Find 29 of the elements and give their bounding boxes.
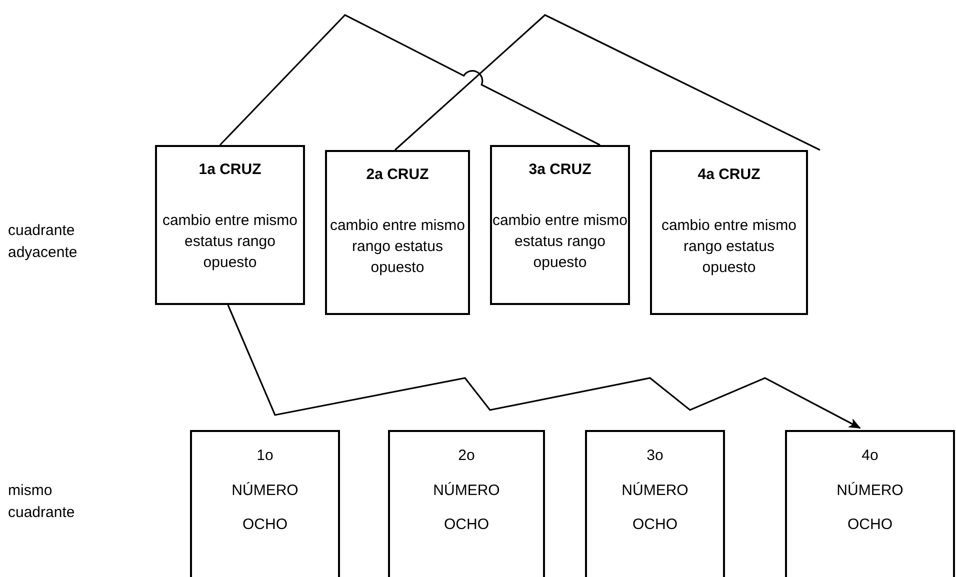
- box-title: 3a CRUZ: [528, 160, 592, 180]
- box-title: 2o: [458, 446, 475, 466]
- cross-box: [490, 145, 630, 305]
- box-text: NÚMERO OCHO: [620, 481, 690, 535]
- connector-line: [219, 14, 600, 146]
- cross-box: [325, 150, 470, 315]
- box-title: 3o: [646, 446, 664, 466]
- row-label: mismo cuadrante: [8, 481, 76, 523]
- box-title: 4o: [862, 446, 878, 466]
- box-title: 1o: [256, 446, 274, 466]
- box-text: NÚMERO OCHO: [432, 481, 501, 535]
- box-text: cambio entre mismo rango estatus opuesto: [660, 216, 798, 278]
- box-title: 1a CRUZ: [198, 160, 262, 180]
- connector-line: [394, 14, 820, 151]
- box-title: 4a CRUZ: [696, 165, 762, 185]
- zigzag-arrow: [227, 304, 861, 429]
- box-title: 2a CRUZ: [365, 165, 430, 185]
- box-text: cambio entre mismo estatus rango opuesto: [491, 211, 629, 273]
- box-text: NÚMERO OCHO: [836, 481, 904, 535]
- box-text: NÚMERO OCHO: [230, 481, 300, 535]
- open-box: [190, 430, 340, 577]
- open-box: [785, 430, 955, 577]
- cross-box: [650, 150, 808, 315]
- cross-box: [155, 145, 305, 305]
- row-label: cuadrante adyacente: [8, 221, 78, 263]
- open-box: [388, 430, 545, 577]
- open-box: [585, 430, 725, 577]
- box-text: cambio entre mismo estatus rango opuesto: [161, 211, 299, 273]
- box-text: cambio entre mismo rango estatus opuesto: [328, 216, 466, 278]
